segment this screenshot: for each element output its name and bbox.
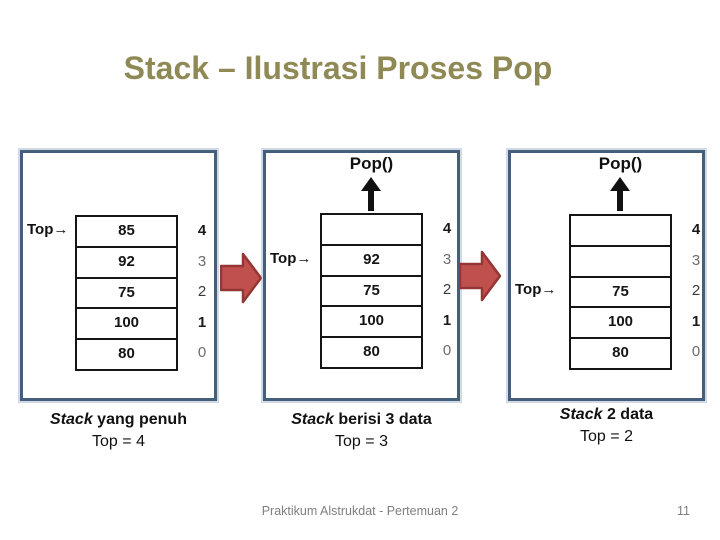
stack-cell: 100 bbox=[571, 308, 670, 340]
panel-stack-2-data: Pop() Top→ 75 100 80 4 3 2 1 0 bbox=[508, 150, 705, 401]
caption-stack-2-data: Stack 2 data Top = 2 bbox=[508, 406, 705, 446]
index-label: 3 bbox=[197, 252, 207, 270]
stack-table: 75 100 80 bbox=[569, 214, 672, 370]
index-column: 4 3 2 1 0 bbox=[685, 215, 707, 368]
stack-cell-empty bbox=[322, 215, 421, 246]
pop-call-label: Pop() bbox=[598, 154, 643, 173]
top-pointer: Top→ bbox=[515, 281, 557, 298]
stack-cell: 80 bbox=[612, 344, 629, 362]
stack-cell: 92 bbox=[77, 248, 176, 279]
caption-stack-full: Stack yang penuh Top = 4 bbox=[20, 411, 217, 451]
stack-table: 85 92 75 100 80 bbox=[75, 215, 178, 371]
stack-cell: 80 bbox=[363, 343, 380, 361]
page-number: 11 bbox=[677, 504, 690, 518]
index-column: 4 3 2 1 0 bbox=[191, 216, 213, 369]
stack-cell: 75 bbox=[571, 278, 670, 309]
index-label: 3 bbox=[691, 251, 701, 269]
caption-line2: Top = 2 bbox=[580, 428, 633, 445]
process-right-arrow-icon bbox=[220, 252, 262, 304]
caption-line1: Stack 2 data bbox=[508, 406, 705, 424]
top-pointer: Top→ bbox=[270, 250, 312, 267]
stack-table: 92 75 100 80 bbox=[320, 213, 423, 369]
index-label: 2 bbox=[197, 283, 207, 301]
stack-cell-empty bbox=[571, 216, 670, 247]
index-label: 0 bbox=[691, 343, 701, 361]
stack-cell: 92 bbox=[322, 246, 421, 277]
stack-cell: 100 bbox=[322, 307, 421, 339]
index-label: 0 bbox=[442, 342, 452, 360]
stack-cell: 85 bbox=[77, 217, 176, 248]
caption-rest: yang penuh bbox=[92, 411, 187, 428]
index-label: 2 bbox=[691, 282, 701, 300]
index-label: 4 bbox=[442, 220, 452, 237]
caption-line2: Top = 4 bbox=[92, 433, 145, 450]
stack-cell: 75 bbox=[77, 279, 176, 310]
stack-cell-empty bbox=[571, 247, 670, 278]
index-column: 4 3 2 1 0 bbox=[436, 214, 458, 367]
pop-call-label: Pop() bbox=[349, 154, 394, 173]
stack-cell: 80 bbox=[118, 345, 135, 363]
footer-text: Praktikum Alstrukdat - Pertemuan 2 bbox=[261, 504, 459, 518]
index-label: 1 bbox=[691, 312, 701, 330]
index-label: 0 bbox=[197, 344, 207, 362]
caption-line1: Stack yang penuh bbox=[20, 411, 217, 429]
panel-stack-full: Top→ 85 92 75 100 80 4 3 2 1 0 bbox=[20, 150, 217, 401]
caption-italic-word: Stack bbox=[291, 411, 334, 428]
index-label: 4 bbox=[197, 222, 207, 239]
stack-cell: 75 bbox=[322, 277, 421, 308]
caption-rest: berisi 3 data bbox=[333, 411, 432, 428]
index-label: 4 bbox=[691, 221, 701, 238]
caption-line2: Top = 3 bbox=[335, 433, 388, 450]
caption-italic-word: Stack bbox=[50, 411, 93, 428]
stack-cell: 100 bbox=[77, 309, 176, 341]
caption-italic-word: Stack bbox=[559, 406, 603, 423]
index-label: 1 bbox=[442, 311, 452, 329]
index-label: 3 bbox=[442, 250, 452, 268]
caption-line1: Stack berisi 3 data bbox=[263, 411, 460, 429]
process-right-arrow-icon bbox=[459, 250, 501, 302]
top-pointer: Top→ bbox=[27, 221, 69, 238]
pop-up-arrow-icon bbox=[610, 177, 630, 211]
panel-stack-3-data: Pop() Top→ 92 75 100 80 4 3 2 1 0 bbox=[263, 150, 460, 401]
pop-up-arrow-icon bbox=[361, 177, 381, 211]
index-label: 1 bbox=[197, 313, 207, 331]
index-label: 2 bbox=[442, 281, 452, 299]
slide-title: Stack – Ilustrasi Proses Pop bbox=[123, 50, 553, 86]
caption-rest: 2 data bbox=[602, 406, 654, 423]
caption-stack-3-data: Stack berisi 3 data Top = 3 bbox=[263, 411, 460, 451]
